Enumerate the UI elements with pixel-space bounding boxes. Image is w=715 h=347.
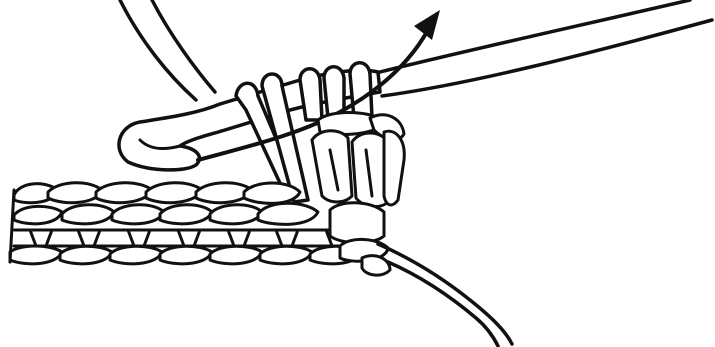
yarn-strand-tail xyxy=(362,244,512,346)
stitch-posts xyxy=(30,230,348,246)
yarn-strand-upper xyxy=(120,0,215,100)
worked-stitch-column xyxy=(312,113,404,262)
yarn-strand-working xyxy=(380,0,712,96)
